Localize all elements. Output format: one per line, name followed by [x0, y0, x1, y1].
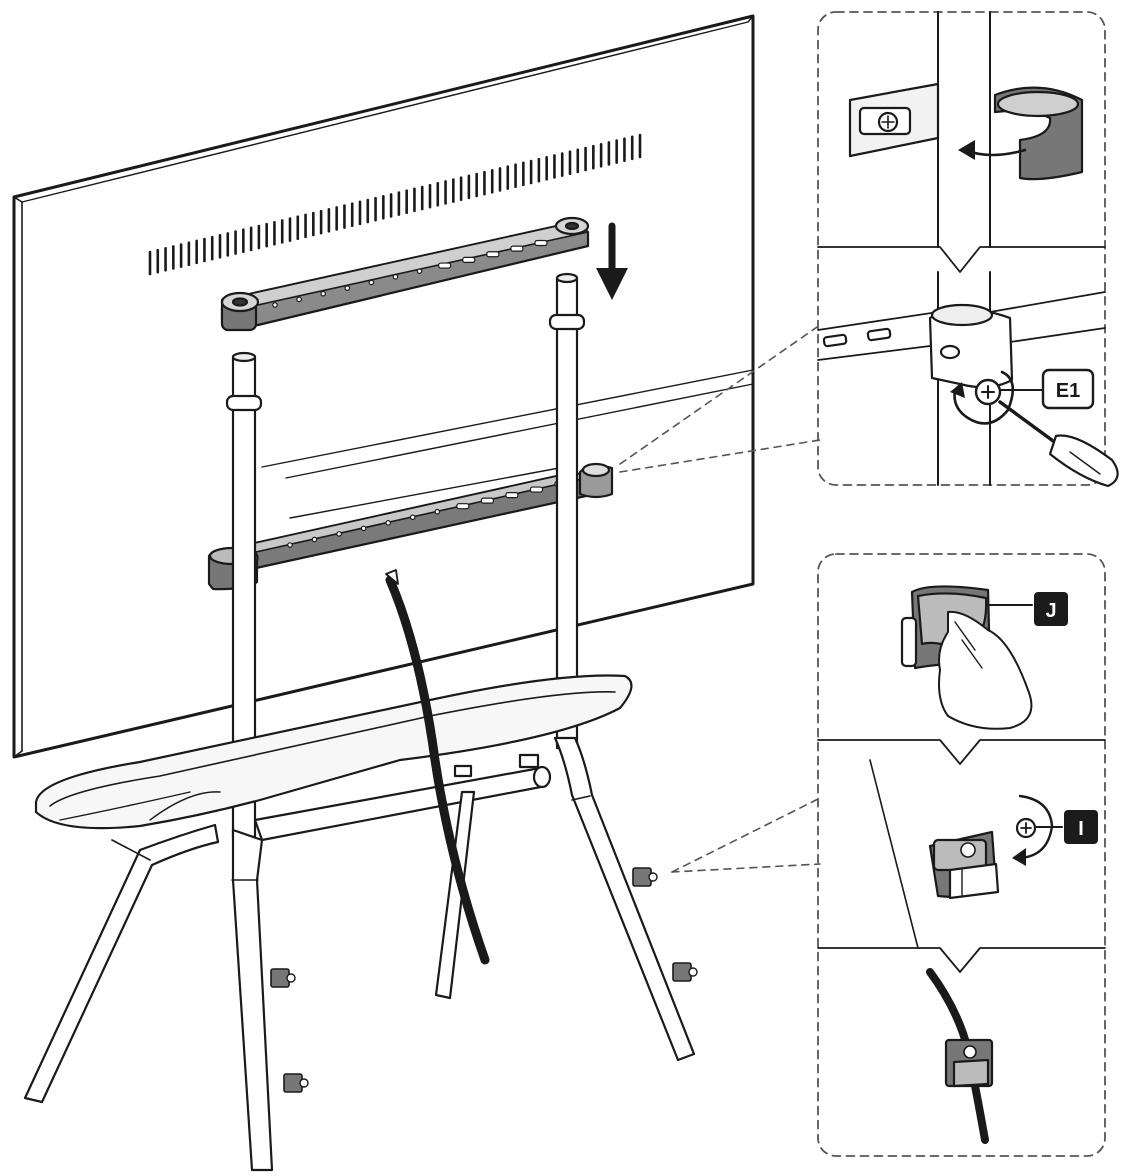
label-i: I [1078, 818, 1084, 840]
tv-panel [12, 14, 755, 759]
screwdriver-icon [998, 400, 1119, 488]
down-arrow-icon [596, 222, 628, 300]
stand-crossbar [253, 753, 552, 842]
tv-vent-slots [148, 133, 642, 276]
stand-legs [23, 736, 696, 1172]
cable-clip-icon [270, 867, 698, 1093]
power-cable [385, 569, 490, 965]
detail-box-bracket-screw: E1 [817, 11, 1119, 488]
label-e1: E1 [1056, 380, 1080, 402]
upper-mount-bracket [220, 216, 590, 332]
rotate-arrow-icon [953, 370, 1015, 425]
detail-box-cable-clip: J I [817, 553, 1106, 1157]
callout-leader-clip [671, 797, 821, 873]
right-pole [548, 272, 586, 750]
callout-leader-e1 [619, 324, 821, 473]
label-j: J [1045, 600, 1056, 622]
